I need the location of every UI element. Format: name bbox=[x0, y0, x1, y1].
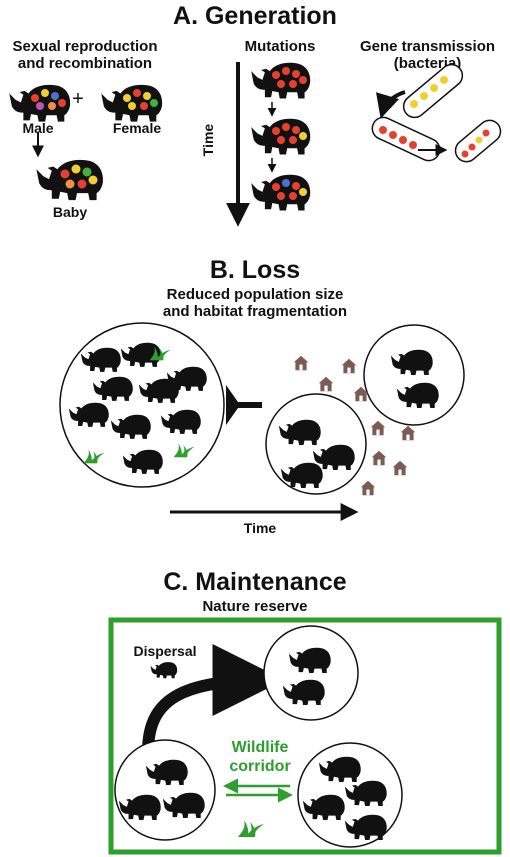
loss-subtitle-line2: and habitat fragmentation bbox=[162, 303, 348, 320]
dispersing-rhino bbox=[150, 662, 178, 679]
loss-subtitle-line1: Reduced population size bbox=[166, 286, 344, 303]
female-rhino bbox=[101, 84, 163, 122]
male-rhino bbox=[9, 84, 71, 122]
male-label: Male bbox=[22, 120, 54, 136]
baby-label: Baby bbox=[52, 204, 88, 220]
sexual-reproduction-line1: Sexual reproduction bbox=[12, 38, 158, 55]
mutation-rhino-2 bbox=[251, 118, 311, 155]
section-c-title: C. Maintenance bbox=[163, 568, 347, 596]
reserve-circle-top bbox=[263, 625, 359, 721]
dispersal-label: Dispersal bbox=[133, 643, 197, 659]
bacterium-recipient bbox=[371, 116, 441, 162]
gene-transmission-line1: Gene transmission bbox=[359, 38, 496, 55]
nature-reserve-frame bbox=[108, 617, 502, 855]
transfer-arrow bbox=[376, 90, 406, 119]
sexual-reproduction-title: Sexual reproduction and recombination bbox=[0, 38, 170, 72]
dispersal-arrow bbox=[142, 644, 285, 753]
mutation-rhino-3 bbox=[251, 174, 311, 211]
bacterium-donor bbox=[402, 63, 464, 119]
wildlife-corridor-line2: corridor bbox=[229, 758, 291, 775]
loss-subtitle: Reduced population size and habitat frag… bbox=[0, 286, 510, 320]
section-b-title: B. Loss bbox=[209, 256, 301, 284]
mutation-rhino-1 bbox=[251, 62, 311, 99]
reserve-circle-left bbox=[114, 739, 216, 841]
fragment-circle-upper bbox=[363, 324, 465, 426]
reserve-circle-right bbox=[297, 742, 403, 848]
maintenance-subtitle: Nature reserve bbox=[202, 598, 308, 615]
wildlife-corridor-label: Wildlife corridor bbox=[210, 738, 310, 776]
fragment-circle-lower bbox=[265, 393, 367, 495]
loss-time-label: Time bbox=[243, 520, 277, 536]
female-label: Female bbox=[112, 120, 162, 136]
baby-rhino bbox=[36, 159, 103, 201]
bottleneck-funnel bbox=[226, 385, 262, 425]
plus-sign: + bbox=[72, 88, 84, 110]
section-a-title: A. Generation bbox=[173, 2, 337, 30]
sexual-reproduction-line2: and recombination bbox=[17, 55, 153, 72]
wildlife-corridor-line1: Wildlife bbox=[231, 739, 289, 756]
mutations-title: Mutations bbox=[244, 38, 316, 55]
large-population-circle bbox=[59, 322, 225, 488]
bacterium-result bbox=[454, 119, 502, 163]
corridor-grass bbox=[238, 820, 264, 837]
